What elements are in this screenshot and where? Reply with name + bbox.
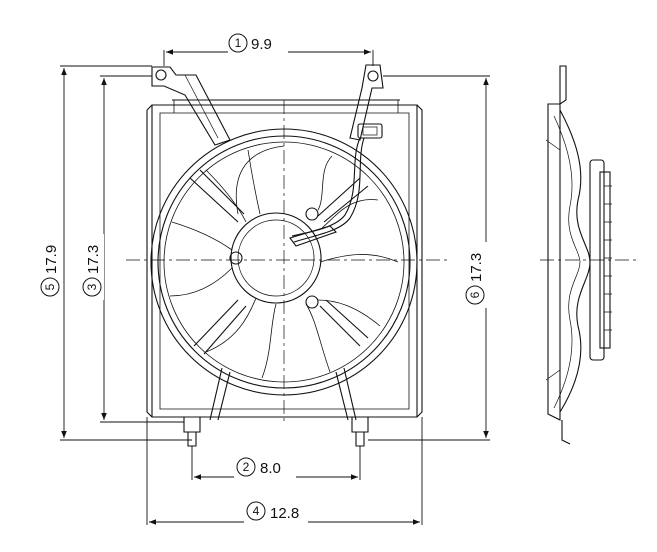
support-struts — [189, 169, 369, 421]
dim-6-value: 17.3 — [468, 253, 485, 282]
dimension-label-6: 6 17.3 — [465, 242, 487, 308]
dim-5-value: 17.9 — [43, 245, 60, 274]
mounting-bracket-left — [151, 66, 231, 146]
dim-2-id: 2 — [243, 460, 250, 474]
dim-3-id: 3 — [85, 283, 99, 290]
mounting-bracket-right — [349, 64, 384, 141]
dim-2-value: 8.0 — [260, 460, 281, 477]
dimension-label-2: 2 8.0 — [234, 457, 296, 480]
bottom-mounting-feet — [183, 417, 369, 447]
dimension-label-5: 5 17.9 — [40, 234, 62, 300]
shroud-frame — [146, 99, 423, 418]
dim-4-id: 4 — [253, 504, 260, 518]
motor-hub — [229, 207, 338, 309]
dim-4-value: 12.8 — [270, 505, 299, 522]
center-lines — [126, 100, 450, 425]
dimension-label-3: 3 17.3 — [82, 234, 104, 300]
dimension-label-4: 4 12.8 — [244, 501, 308, 524]
dim-1-id: 1 — [235, 36, 242, 50]
side-view — [540, 65, 640, 445]
dimension-lines — [60, 49, 490, 525]
dim-3-value: 17.3 — [85, 245, 102, 274]
front-view — [126, 64, 450, 447]
dimension-label-1: 1 9.9 — [228, 33, 288, 54]
dim-5-id: 5 — [43, 283, 57, 290]
dim-6-id: 6 — [468, 291, 482, 298]
dim-1-value: 9.9 — [251, 36, 272, 53]
